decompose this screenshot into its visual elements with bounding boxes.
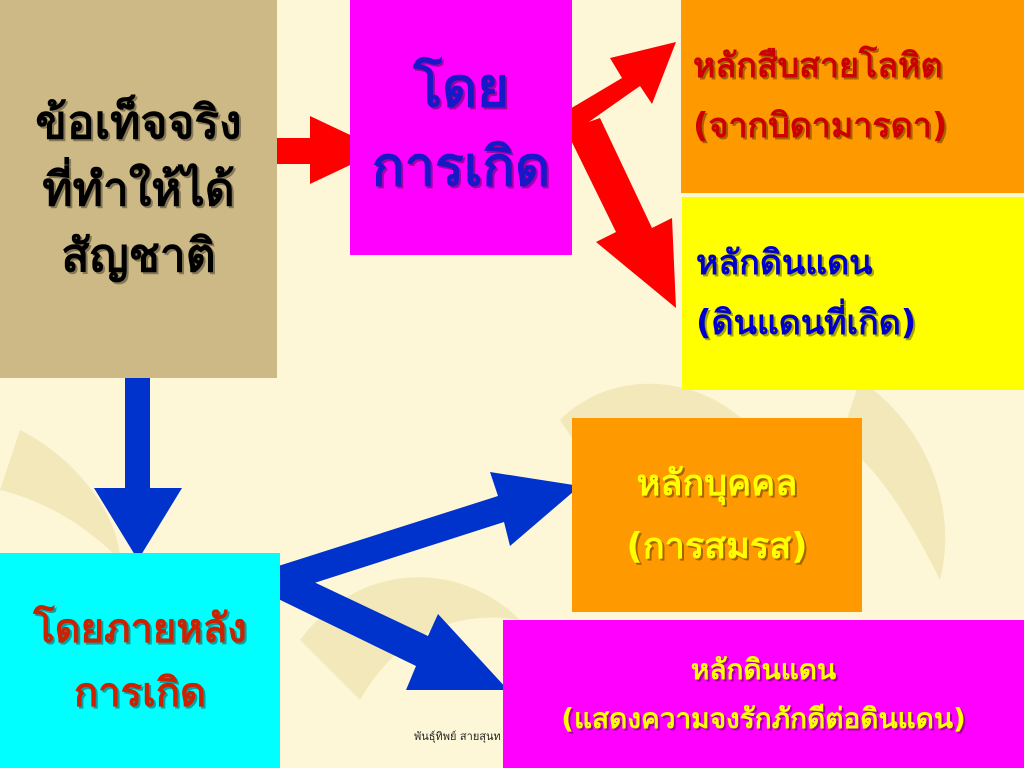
after-birth-line-1: โดยภายหลัง bbox=[33, 605, 247, 652]
soil-principle-loyalty-box: หลักดินแดน (แสดงความจงรักภักดีต่อดินแดน) bbox=[503, 620, 1024, 768]
by-birth-box: โดย การเกิด bbox=[350, 0, 572, 255]
personal-principle-title: หลักบุคคล bbox=[636, 463, 798, 504]
blood-principle-note: (จากบิดามารดา) bbox=[693, 105, 948, 146]
facts-line-1: ข้อเท็จจริง bbox=[35, 94, 242, 149]
author-credit: พันธุ์ทิพย์ สายสุนท bbox=[414, 730, 501, 743]
facts-line-2: ที่ทำให้ได้ bbox=[42, 161, 235, 216]
facts-box: ข้อเท็จจริง ที่ทำให้ได้ สัญชาติ bbox=[0, 0, 277, 378]
blood-principle-box: หลักสืบสายโลหิต (จากบิดามารดา) bbox=[681, 0, 1024, 193]
soil-principle-loyalty-title: หลักดินแดน bbox=[690, 653, 837, 686]
soil-principle-birth-box: หลักดินแดน (ดินแดนที่เกิด) bbox=[682, 197, 1024, 390]
soil-principle-birth-note: (ดินแดนที่เกิด) bbox=[696, 302, 917, 343]
after-birth-box: โดยภายหลัง การเกิด bbox=[0, 553, 280, 768]
personal-principle-note: (การสมรส) bbox=[626, 526, 808, 567]
blood-principle-title: หลักสืบสายโลหิต bbox=[693, 46, 943, 86]
personal-principle-box: หลักบุคคล (การสมรส) bbox=[572, 418, 862, 612]
facts-line-3: สัญชาติ bbox=[61, 228, 216, 283]
soil-principle-loyalty-note: (แสดงความจงรักภักดีต่อดินแดน) bbox=[561, 702, 966, 735]
soil-principle-birth-title: หลักดินแดน bbox=[696, 243, 873, 283]
after-birth-line-2: การเกิด bbox=[73, 669, 207, 716]
by-birth-line-2: การเกิด bbox=[371, 134, 551, 198]
by-birth-line-1: โดย bbox=[413, 56, 509, 120]
